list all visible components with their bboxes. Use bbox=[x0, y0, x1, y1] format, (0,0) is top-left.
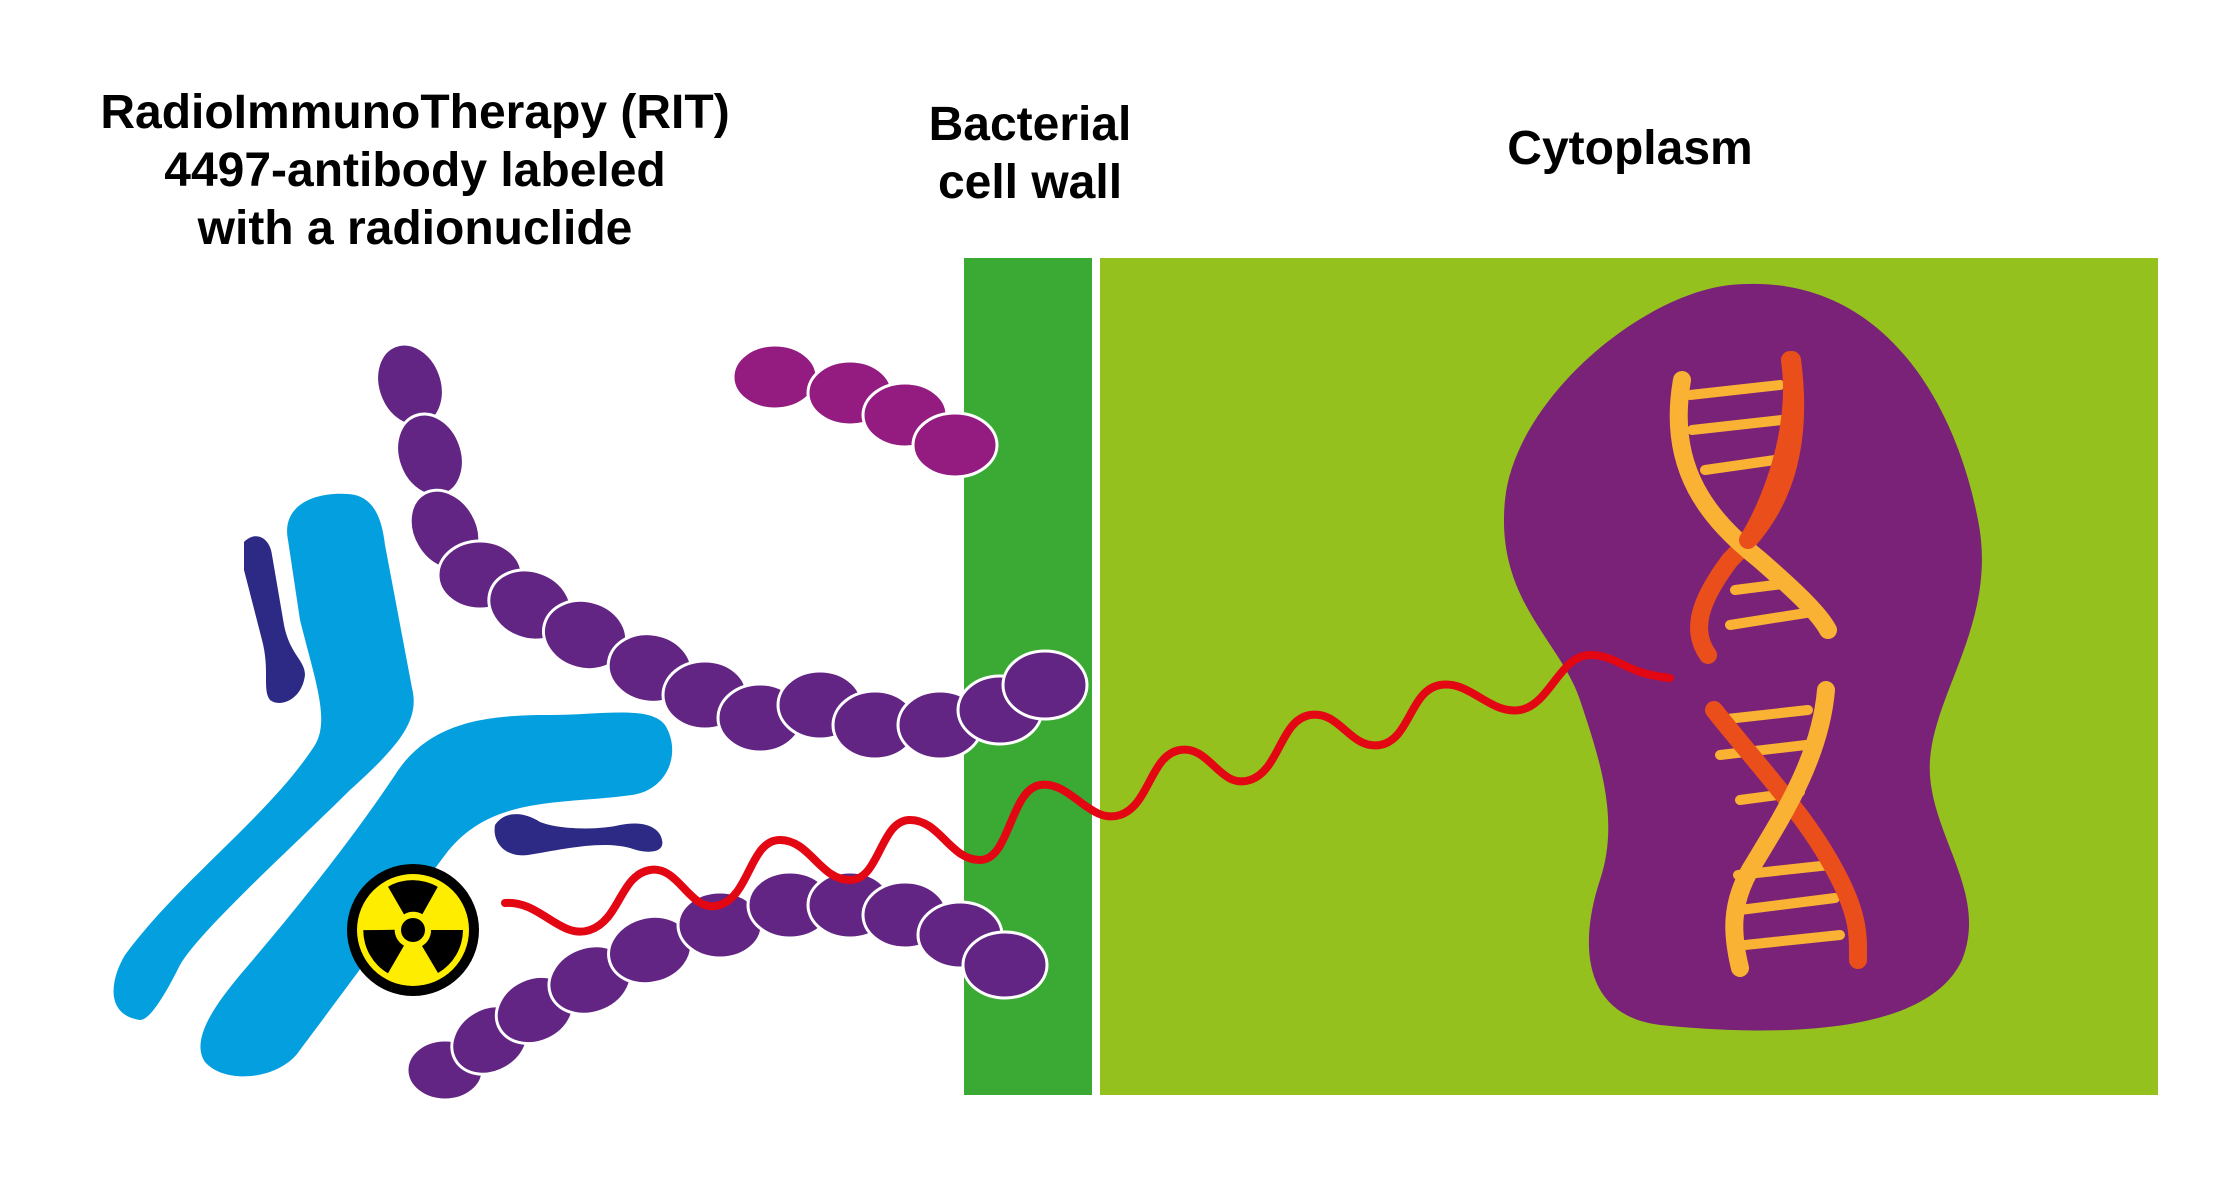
dna-helix-icon bbox=[1669, 351, 1837, 664]
cell-wall-label-line-1: Bacterial bbox=[928, 98, 1132, 151]
rit-label-line-2: 4497-antibody labeled bbox=[164, 144, 666, 197]
rit-label-line-1: RadioImmunoTherapy (RIT) bbox=[100, 86, 730, 139]
dna-helix-icon bbox=[1705, 681, 1868, 977]
rit-label: RadioImmunoTherapy (RIT) 4497-antibody l… bbox=[40, 84, 790, 258]
antibody-icon bbox=[113, 493, 673, 1077]
cell-wall-label-line-2: cell wall bbox=[937, 156, 1123, 209]
bacteria-chain-upper bbox=[375, 342, 1089, 761]
rit-label-line-3: with a radionuclide bbox=[197, 202, 633, 255]
radiation-symbol-icon bbox=[347, 864, 479, 996]
nucleoid bbox=[1503, 283, 1982, 1031]
radiation-wave bbox=[501, 650, 1674, 936]
cytoplasm-label: Cytoplasm bbox=[1507, 122, 1753, 175]
cell-wall-label: Bacterial cell wall bbox=[880, 96, 1180, 212]
bacteria-chain-lower bbox=[405, 870, 1049, 1102]
bacteria-chain-magenta bbox=[731, 343, 999, 479]
